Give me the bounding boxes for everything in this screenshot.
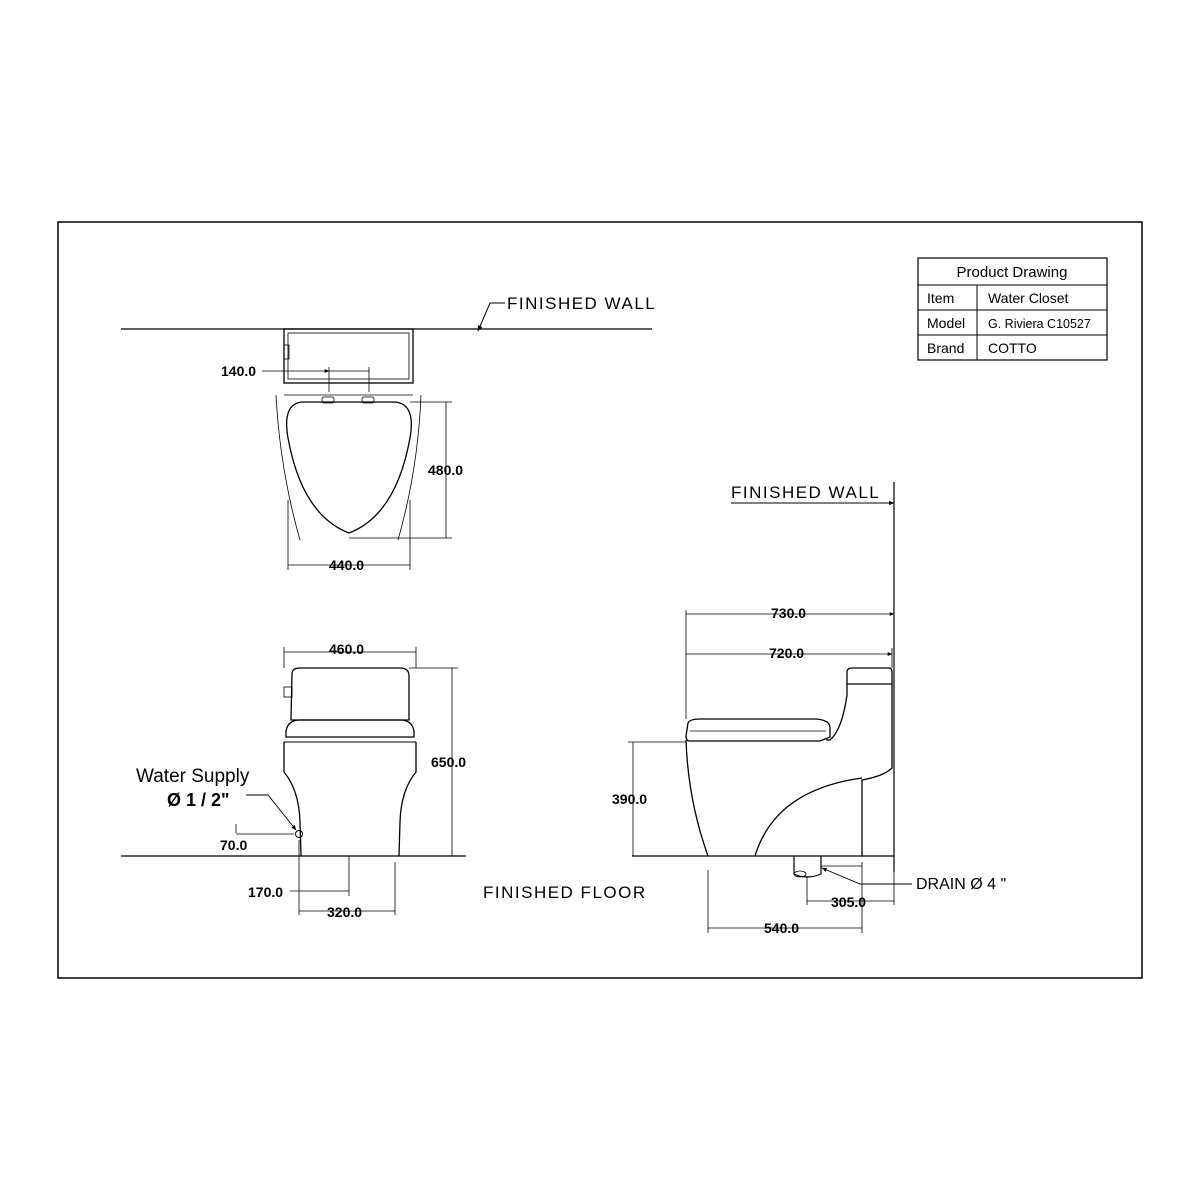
seat-top	[285, 401, 412, 534]
title-key-item: Item	[927, 290, 954, 306]
dim-drain-to-wall: 305.0	[831, 894, 866, 910]
dim-top-width: 440.0	[329, 557, 364, 573]
body-side	[685, 684, 893, 857]
front-view: Water Supply Ø 1 / 2" 460.0 650.0 70.0 1…	[121, 641, 647, 920]
tank-front	[290, 667, 410, 721]
water-supply-label: Water Supply	[136, 766, 250, 787]
dim-side-length: 730.0	[771, 605, 806, 621]
tank-top	[283, 328, 414, 384]
dim-seat-length: 720.0	[769, 645, 804, 661]
title-heading: Product Drawing	[957, 264, 1068, 281]
title-value-brand: COTTO	[988, 340, 1037, 356]
drain-label: DRAIN Ø 4 "	[916, 876, 1006, 893]
drain-pipe	[793, 856, 822, 878]
dim-front-width: 460.0	[329, 641, 364, 657]
drawing-frame	[57, 221, 1143, 979]
finished-wall-label-top: FINISHED WALL	[507, 294, 656, 313]
finished-wall-label-side: FINISHED WALL	[731, 483, 880, 502]
dim-front-height: 650.0	[431, 754, 466, 770]
dim-seat-depth: 480.0	[428, 462, 463, 478]
dim-supply-offset: 170.0	[248, 884, 283, 900]
title-value-item: Water Closet	[988, 290, 1069, 306]
title-key-brand: Brand	[927, 340, 964, 356]
side-view: FINISHED WALL DRAIN Ø 4 " 730.0 720.0 39…	[612, 482, 1006, 936]
title-value-model: G. Riviera C10527	[988, 317, 1091, 331]
dim-base-width: 320.0	[327, 904, 362, 920]
top-view: FINISHED WALL 140.0 480.0 440.0	[121, 294, 656, 573]
seat-front	[285, 719, 415, 738]
dim-seat-height: 390.0	[612, 791, 647, 807]
title-block: Product Drawing Item Water Closet Model …	[917, 257, 1108, 361]
title-key-model: Model	[927, 315, 965, 331]
seat-side	[685, 718, 831, 742]
dim-tank-offset: 140.0	[221, 363, 256, 379]
supply-point	[295, 830, 303, 838]
dim-base-length: 540.0	[764, 920, 799, 936]
bowl-front	[283, 742, 417, 857]
dim-supply-height: 70.0	[220, 837, 247, 853]
water-supply-size: Ø 1 / 2"	[167, 790, 230, 810]
tank-side	[846, 667, 893, 685]
finished-floor-label: FINISHED FLOOR	[483, 883, 647, 902]
